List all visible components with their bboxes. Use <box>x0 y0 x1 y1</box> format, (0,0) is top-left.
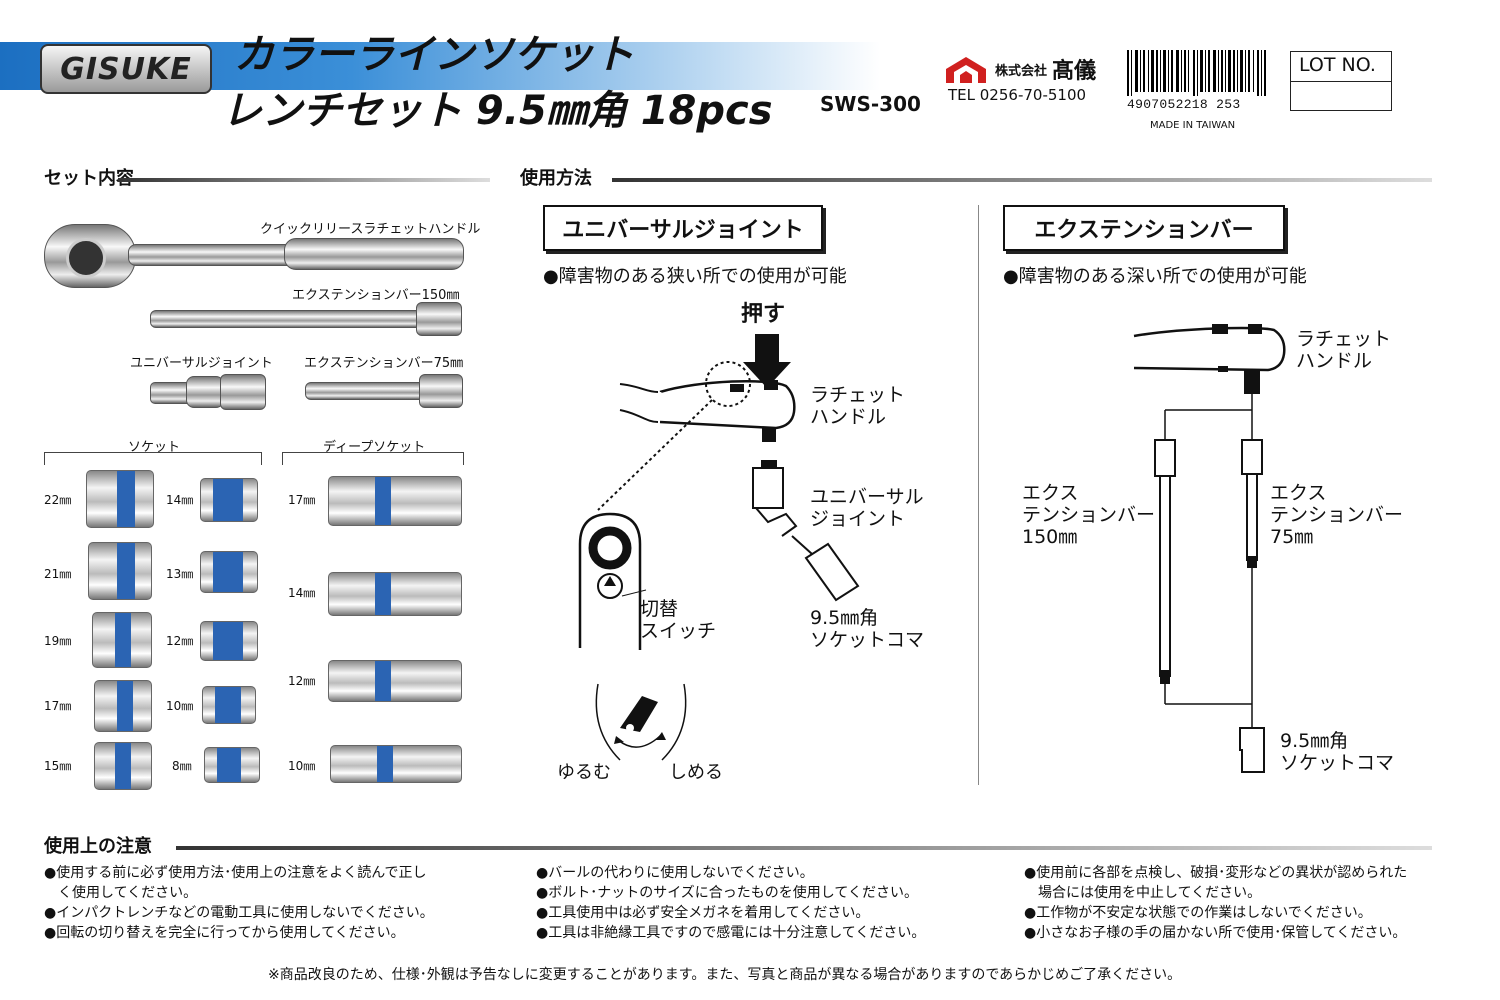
caution-item: ●回転の切り替えを完全に行ってから使用してください。 <box>44 925 405 941</box>
socket-size: 19㎜ <box>44 634 72 648</box>
socket-8-image <box>204 747 260 783</box>
socket-22-image <box>86 470 154 528</box>
usage-heading: 使用方法 <box>520 168 592 189</box>
ext-box-title: エクステンションバー <box>1003 205 1285 251</box>
socket-size: 8㎜ <box>172 759 192 773</box>
ext75-label: エクステンションバー75㎜ <box>304 356 464 371</box>
deep-socket-size: 10㎜ <box>288 759 316 773</box>
ext75-usage-label: エクス テンションバー 75㎜ <box>1270 482 1404 548</box>
cautions-col3: ●使用前に各部を点検し、破損･変形などの異状が認められた 場合には使用を中止して… <box>1024 862 1407 942</box>
product-title-line1: カラーラインソケット <box>234 32 634 78</box>
deep-socket-size: 12㎜ <box>288 674 316 688</box>
caution-item: ●使用する前に必ず使用方法･使用上の注意をよく読んで正し <box>44 865 427 881</box>
caution-item: ●小さなお子様の手の届かない所で使用･保管してください。 <box>1024 925 1407 941</box>
ext150-label: エクステンションバー150㎜ <box>292 288 460 303</box>
socket-size: 13㎜ <box>166 567 194 581</box>
ext150-usage-label: エクス テンションバー 150㎜ <box>1022 482 1156 548</box>
socket-size: 10㎜ <box>166 699 194 713</box>
ujoint-box-title: ユニバーサルジョイント <box>543 205 823 251</box>
company-name: 髙儀 <box>1052 58 1097 84</box>
socket-19-image <box>92 612 152 668</box>
socket-size: 21㎜ <box>44 567 72 581</box>
lot-number-box: LOT NO. <box>1290 51 1392 111</box>
deep-socket-size: 17㎜ <box>288 493 316 507</box>
ujoint-socket-label: 9.5㎜角 ソケットコマ <box>810 607 925 651</box>
deep-socket-17-image <box>328 476 462 526</box>
deep-socket-14-image <box>328 572 462 616</box>
switch-label: 切替 スイッチ <box>640 598 717 642</box>
push-label: 押す <box>741 302 786 327</box>
barcode-icon <box>1127 50 1266 96</box>
socket-bracket <box>44 452 262 465</box>
caution-item: ●インパクトレンチなどの電動工具に使用しないでください。 <box>44 905 434 921</box>
cautions-col2: ●バールの代わりに使用しないでください。 ●ボルト･ナットのサイズに合ったものを… <box>536 862 925 942</box>
lot-label: LOT NO. <box>1299 54 1376 76</box>
brand-logo: GISUKE <box>40 44 212 94</box>
ujoint-image <box>150 372 266 410</box>
model-number: SWS-300 <box>820 92 921 116</box>
barcode-number: 4907052218 253 <box>1127 97 1241 112</box>
ext-ratchet-label: ラチェット ハンドル <box>1296 328 1392 372</box>
caution-item: く使用してください。 <box>44 885 198 901</box>
company-tel: TEL 0256-70-5100 <box>948 86 1087 104</box>
ext-socket-label: 9.5㎜角 ソケットコマ <box>1280 730 1395 774</box>
set-contents-heading: セット内容 <box>44 168 134 189</box>
socket-size: 12㎜ <box>166 634 194 648</box>
ext150-image <box>150 300 462 336</box>
usage-rule <box>612 178 1432 182</box>
ujoint-item-label: ユニバーサルジョイント <box>130 356 273 371</box>
caution-item: ●バールの代わりに使用しないでください。 <box>536 865 814 881</box>
caution-item: 場合には使用を中止してください。 <box>1024 885 1262 901</box>
company-logo-icon <box>946 57 986 83</box>
socket-10-image <box>202 686 256 724</box>
ujoint-usage-diagram <box>578 334 860 761</box>
extension-usage-diagram <box>1133 324 1286 773</box>
usage-divider <box>978 205 979 785</box>
ujoint-description: ●障害物のある狭い所での使用が可能 <box>543 266 847 287</box>
made-in-label: MADE IN TAIWAN <box>1150 120 1236 131</box>
ext-description: ●障害物のある深い所での使用が可能 <box>1003 266 1307 287</box>
deep-socket-10-image <box>330 745 462 783</box>
deep-socket-bracket <box>282 452 464 465</box>
ujoint-ratchet-label: ラチェット ハンドル <box>810 384 906 428</box>
socket-size: 14㎜ <box>166 493 194 507</box>
socket-13-image <box>200 551 258 593</box>
socket-heading: ソケット <box>128 440 181 455</box>
socket-size: 15㎜ <box>44 759 72 773</box>
caution-item: ●工具は非絶縁工具ですので感電には十分注意してください。 <box>536 925 926 941</box>
deep-socket-12-image <box>328 660 462 702</box>
caution-item: ●使用前に各部を点検し、破損･変形などの異状が認められた <box>1024 865 1408 881</box>
caution-item: ●工具使用中は必ず安全メガネを着用してください。 <box>536 905 870 921</box>
socket-21-image <box>88 542 152 600</box>
deep-socket-heading: ディープソケット <box>323 440 426 455</box>
company-type: 株式会社 <box>995 64 1048 79</box>
cautions-rule <box>176 846 1432 850</box>
tighten-label: しめる <box>669 762 723 783</box>
ujoint-joint-label: ユニバーサル ジョイント <box>810 486 924 530</box>
ext75-image <box>305 372 463 408</box>
socket-12-image <box>200 621 258 661</box>
cautions-heading: 使用上の注意 <box>44 836 152 857</box>
caution-item: ●工作物が不安定な状態での作業はしないでください。 <box>1024 905 1372 921</box>
socket-14-image <box>200 478 258 522</box>
socket-15-image <box>94 742 152 790</box>
socket-17-image <box>94 680 152 732</box>
set-contents-rule <box>118 178 490 182</box>
socket-size: 22㎜ <box>44 493 72 507</box>
deep-socket-size: 14㎜ <box>288 586 316 600</box>
cautions-col1: ●使用する前に必ず使用方法･使用上の注意をよく読んで正し く使用してください。 … <box>44 862 434 942</box>
ratchet-handle-image <box>44 218 464 288</box>
ratchet-label: クイックリリースラチェットハンドル <box>260 222 481 237</box>
caution-item: ●ボルト･ナットのサイズに合ったものを使用してください。 <box>536 885 918 901</box>
product-title-line2: レンチセット 9.5㎜角 18pcs <box>222 88 773 134</box>
loosen-label: ゆるむ <box>557 762 611 783</box>
socket-size: 17㎜ <box>44 699 72 713</box>
footnote: ※商品改良のため、仕様･外観は予告なしに変更することがあります。また、写真と商品… <box>268 967 1182 983</box>
